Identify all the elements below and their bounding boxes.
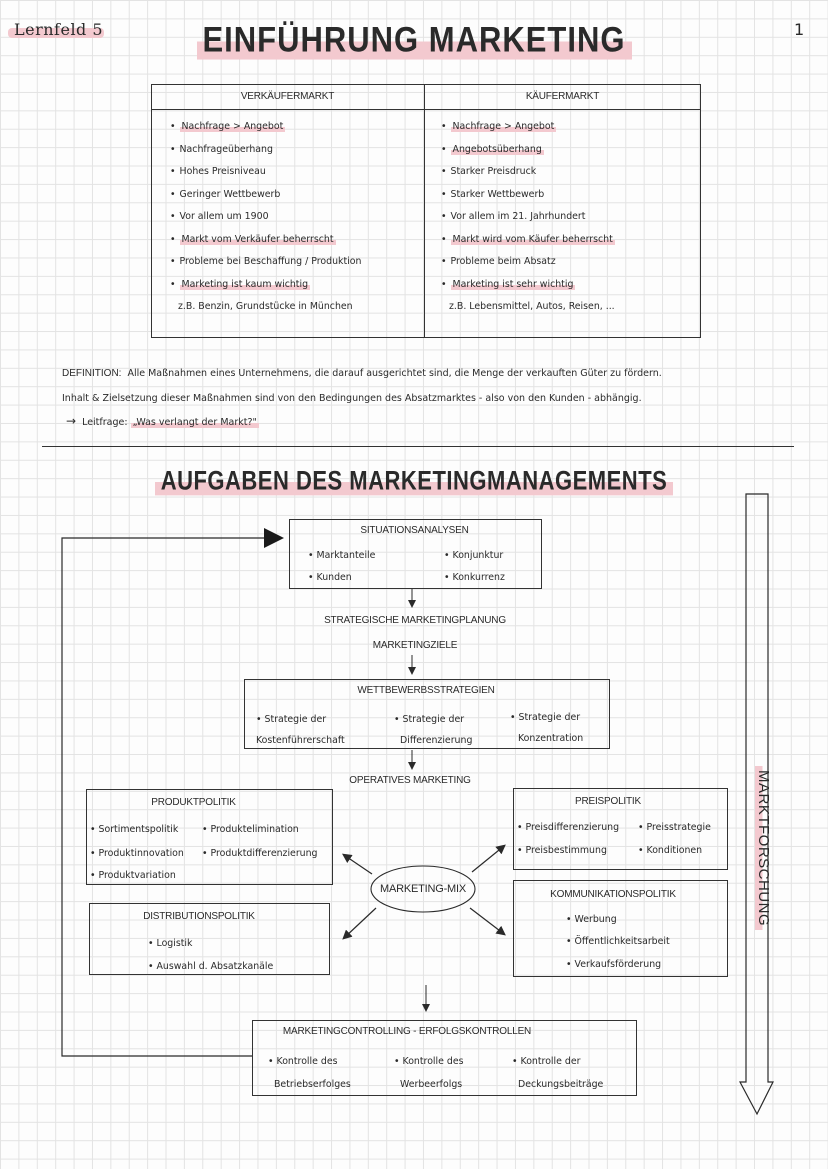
list-item: • Öffentlichkeitsarbeit bbox=[566, 936, 670, 947]
list-item: •Nachfrage > Angebot bbox=[441, 121, 557, 132]
preispolitik-title: PREISPOLITIK bbox=[575, 796, 641, 807]
list-item: • Verkaufsförderung bbox=[566, 959, 662, 970]
list-item: • Produktdifferenzierung bbox=[202, 848, 318, 859]
list-item: •Markt vom Verkäufer beherrscht bbox=[170, 233, 336, 245]
table-header-divider bbox=[151, 109, 700, 110]
example-text: z.B. Lebensmittel, Autos, Reisen, ... bbox=[449, 301, 615, 312]
list-item: • Kunden bbox=[308, 572, 352, 583]
list-item: • Werbung bbox=[566, 914, 617, 925]
verkaeufermarkt-list: •Nachfrage > Angebot •Nachfrageüberhang … bbox=[170, 116, 361, 319]
list-item: •Starker Preisdruck bbox=[441, 166, 537, 177]
controlling-box bbox=[252, 1020, 637, 1096]
list-item: • Sortimentspolitik bbox=[90, 824, 179, 835]
marketingziele-label: MARKETINGZIELE bbox=[372, 640, 458, 651]
marktforschung-arrow bbox=[739, 493, 774, 1116]
wettbewerbsstrategien-title: WETTBEWERBSSTRATEGIEN bbox=[357, 685, 495, 696]
definition-label: DEFINITION: bbox=[62, 368, 122, 379]
situationsanalysen-title: SITUATIONSANALYSEN bbox=[360, 525, 469, 536]
list-item: •Vor allem im 21. Jahrhundert bbox=[441, 211, 586, 222]
list-item: •Angebotsüberhang bbox=[441, 143, 544, 155]
table-column-divider bbox=[424, 84, 425, 337]
marktforschung-label: MARKTFORSCHUNG bbox=[752, 766, 772, 931]
list-item: •Starker Wettbewerb bbox=[441, 188, 545, 200]
list-item: •Geringer Wettbewerb bbox=[170, 188, 281, 200]
lernfeld-highlight bbox=[8, 28, 104, 38]
list-item: • Auswahl d. Absatzkanäle bbox=[148, 961, 274, 972]
definition-line2: Inhalt & Zielsetzung dieser Maßnahmen si… bbox=[62, 393, 642, 404]
section-divider bbox=[42, 446, 794, 447]
feedback-loop-line bbox=[61, 537, 270, 1057]
kaeufermarkt-list: •Nachfrage > Angebot •Angebotsüberhang •… bbox=[441, 116, 615, 319]
arrow-right-icon: → bbox=[66, 414, 77, 428]
kommunikationspolitik-box bbox=[513, 880, 728, 977]
leitfrage-line: →Leitfrage: „Was verlangt der Markt?" bbox=[66, 414, 259, 428]
list-item: •Vor allem um 1900 bbox=[170, 211, 269, 222]
list-item: • Preisstrategie bbox=[638, 822, 711, 833]
controlling-title: MARKETINGCONTROLLING - ERFOLGSKONTROLLEN bbox=[282, 1026, 532, 1037]
list-item: • Preisdifferenzierung bbox=[517, 822, 620, 833]
verkaeufermarkt-heading: VERKÄUFERMARKT bbox=[240, 91, 335, 102]
marketing-mix-label: MARKETING-MIX bbox=[379, 883, 466, 895]
produktpolitik-title: PRODUKTPOLITIK bbox=[151, 797, 236, 808]
section-title: AUFGABEN DES MARKETINGMANAGEMENTS bbox=[0, 465, 828, 496]
page-number: 1 bbox=[794, 20, 805, 39]
marketing-mix-ellipse bbox=[370, 865, 476, 913]
list-item: • Produktvariation bbox=[90, 870, 176, 881]
kaeufermarkt-heading: KÄUFERMARKT bbox=[525, 91, 600, 102]
example-text: z.B. Benzin, Grundstücke in München bbox=[178, 301, 353, 312]
list-item: • Logistik bbox=[148, 938, 193, 949]
list-item: •Marketing ist kaum wichtig bbox=[170, 278, 311, 290]
situationsanalysen-box bbox=[289, 519, 542, 589]
list-item: •Nachfrageüberhang bbox=[170, 143, 273, 155]
list-item: • Produktelimination bbox=[202, 824, 299, 835]
list-item: •Probleme beim Absatz bbox=[441, 256, 556, 267]
wettbewerbsstrategien-box bbox=[244, 679, 610, 749]
feedback-arrow-head bbox=[264, 528, 284, 548]
kommunikationspolitik-title: KOMMUNIKATIONSPOLITIK bbox=[550, 889, 676, 900]
produktpolitik-box bbox=[86, 789, 333, 885]
comparison-table bbox=[151, 84, 701, 338]
list-item: • Konjunktur bbox=[444, 550, 504, 561]
list-item: •Probleme bei Beschaffung / Produktion bbox=[170, 256, 362, 267]
list-item: • Marktanteile bbox=[308, 550, 376, 561]
distributionspolitik-box bbox=[89, 903, 330, 975]
definition-line1: DEFINITION:Alle Maßnahmen eines Unterneh… bbox=[62, 368, 662, 379]
list-item: •Marketing ist sehr wichtig bbox=[441, 278, 576, 290]
preispolitik-box bbox=[513, 788, 728, 870]
list-item: • Konditionen bbox=[638, 845, 703, 856]
distributionspolitik-title: DISTRIBUTIONSPOLITIK bbox=[143, 911, 255, 922]
strategische-marketingplanung: STRATEGISCHE MARKETINGPLANUNG bbox=[324, 615, 506, 626]
operatives-marketing-label: OPERATIVES MARKETING bbox=[349, 775, 471, 786]
lernfeld-label: Lernfeld 5 bbox=[14, 20, 104, 39]
list-item: •Hohes Preisniveau bbox=[170, 166, 266, 177]
list-item: •Nachfrage > Angebot bbox=[170, 121, 286, 132]
list-item: •Markt wird vom Käufer beherrscht bbox=[441, 233, 615, 245]
list-item: • Konkurrenz bbox=[444, 572, 505, 583]
list-item: • Produktinnovation bbox=[90, 848, 184, 859]
page-title: EINFÜHRUNG MARKETING bbox=[0, 19, 828, 60]
list-item: • Preisbestimmung bbox=[517, 845, 607, 856]
